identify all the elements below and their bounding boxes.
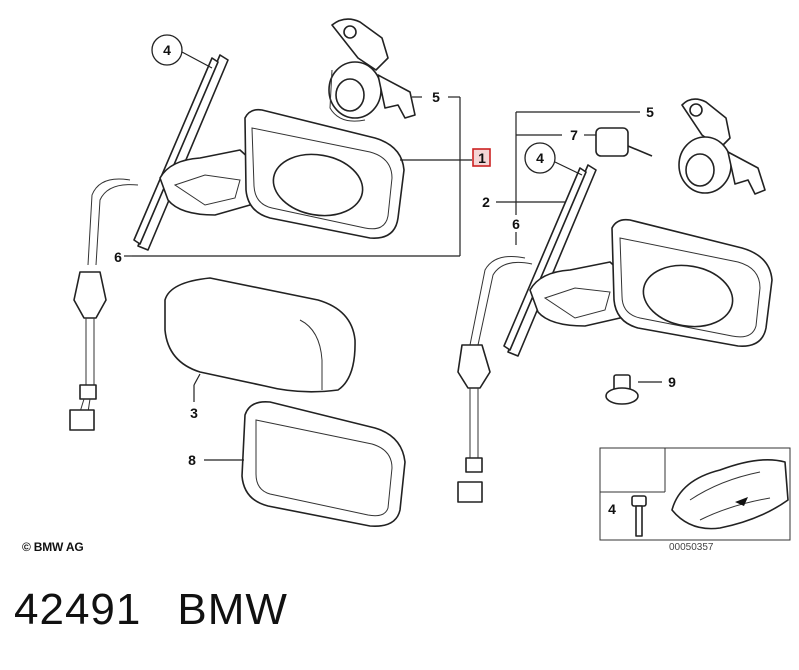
callout-1-highlight-box: [472, 148, 491, 167]
callout-5-right: 5: [646, 104, 654, 120]
part-number: 42491: [14, 585, 142, 634]
callout-4-right: 4: [536, 150, 544, 166]
callout-5-left: 5: [432, 89, 440, 105]
inset-box: [599, 447, 791, 541]
mirror-glass-frame: [241, 400, 406, 527]
callout-7: 7: [570, 127, 578, 143]
callout-2: 2: [482, 194, 490, 210]
left-mirror-assembly: [69, 18, 416, 431]
callouts: 4 5 1 6 5 7 4 2 6 3 8 9 4: [114, 34, 676, 517]
callout-circle-4-left: [151, 34, 183, 66]
callout-6-left: 6: [114, 249, 122, 265]
mirror-housing-cover: [164, 277, 356, 393]
right-mirror-assembly: [457, 98, 773, 503]
screw-nut-9: [605, 374, 639, 405]
leader-lines: [124, 51, 662, 461]
callout-8: 8: [188, 452, 196, 468]
callout-3: 3: [190, 405, 198, 421]
footer-caption: 42491 BMW: [14, 585, 288, 635]
copyright-notice: © BMW AG: [22, 540, 84, 554]
callout-6-right: 6: [512, 216, 520, 232]
callout-9: 9: [668, 374, 676, 390]
diagram-number: 00050357: [669, 542, 714, 553]
callout-circle-4-right: [524, 142, 556, 174]
callout-1[interactable]: 1: [478, 150, 486, 166]
brand-name: BMW: [177, 585, 288, 634]
callout-4-inset: 4: [608, 501, 616, 517]
callout-4-left: 4: [163, 42, 171, 58]
